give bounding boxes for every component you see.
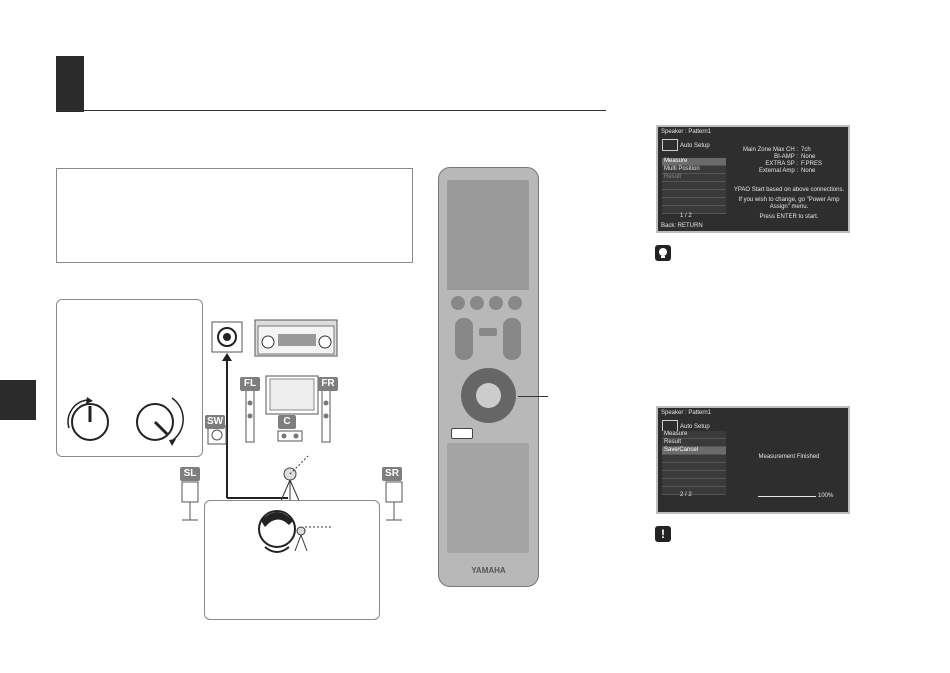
remote-control: YAMAHA — [438, 167, 539, 587]
row-value: F.PRES — [801, 161, 823, 167]
label-sl: SL — [180, 467, 200, 481]
auto-setup-screen-finished: Speaker : Pattern1 Auto Setup Measure Re… — [656, 406, 850, 514]
change-message-cont: Assign" menu. — [769, 204, 809, 210]
label-sw: SW — [205, 415, 225, 429]
screen-footer: Back: RETURN — [661, 223, 703, 229]
scene-button-1[interactable] — [451, 296, 465, 310]
measurement-finished-message: Measurement Finished — [758, 454, 820, 460]
volume-rocker[interactable] — [503, 318, 521, 360]
label-c: C — [278, 415, 296, 429]
change-message: If you wish to change, go "Power Amp — [738, 197, 840, 203]
subwoofer-callout — [56, 299, 203, 457]
lightbulb-icon — [655, 245, 671, 261]
row-key: BI-AMP : — [774, 154, 798, 160]
row-key: Main Zone Max CH : — [742, 147, 798, 153]
label-sr: SR — [382, 467, 402, 481]
menu-item-measure[interactable]: Measure — [662, 431, 726, 439]
label-fr: FR — [318, 377, 338, 391]
input-button-grid[interactable] — [447, 180, 529, 290]
menu-item-result[interactable]: Result — [662, 439, 726, 447]
return-button[interactable] — [451, 428, 473, 439]
mic-position-callout — [204, 500, 380, 620]
screen-subtitle: Auto Setup — [680, 143, 710, 149]
row-value: 7ch — [801, 147, 811, 153]
progress-percent: 100% — [818, 493, 834, 499]
mute-button[interactable] — [479, 328, 497, 336]
channel-rocker[interactable] — [455, 318, 473, 360]
connection-message: YPAO Start based on above connections. — [733, 187, 845, 193]
auto-setup-menu: Measure Multi Position Result — [662, 158, 726, 214]
knob-illustration — [67, 397, 184, 446]
listener-illustration — [258, 510, 333, 553]
menu-item-result[interactable]: Result — [662, 174, 726, 182]
row-key: External Amp : — [758, 168, 798, 174]
section-marker — [56, 56, 84, 112]
header-rule — [56, 110, 606, 111]
menu-item-multi-position[interactable]: Multi Position — [662, 166, 726, 174]
page-indicator: 2 / 2 — [680, 492, 692, 498]
row-key: EXTRA SP : — [765, 161, 798, 167]
instruction-box — [56, 168, 413, 263]
callout-line — [518, 396, 548, 397]
brand-logo: YAMAHA — [471, 566, 506, 575]
ypao-logo-icon — [662, 139, 678, 151]
speaker-sr — [385, 481, 403, 521]
scene-button-4[interactable] — [508, 296, 522, 310]
side-tab — [0, 380, 36, 420]
label-fl: FL — [240, 377, 260, 391]
start-message: Press ENTER to start. — [759, 214, 819, 220]
speaker-layout — [207, 319, 338, 506]
screen-subtitle: Auto Setup — [680, 424, 710, 430]
page-indicator: 1 / 2 — [680, 213, 692, 219]
menu-item-save-cancel[interactable]: Save/Cancel — [662, 447, 726, 455]
scene-button-3[interactable] — [489, 296, 503, 310]
screen-title: Speaker : Pattern1 — [661, 129, 712, 135]
menu-item-measure[interactable]: Measure — [662, 158, 726, 166]
numeric-button-grid[interactable] — [447, 443, 529, 553]
scene-button-2[interactable] — [470, 296, 484, 310]
screen-title: Speaker : Pattern1 — [661, 410, 712, 416]
speaker-sl — [181, 481, 199, 521]
progress-bar — [758, 496, 816, 497]
row-value: None — [801, 154, 816, 160]
auto-setup-menu: Measure Result Save/Cancel — [662, 431, 726, 495]
row-value: None — [801, 168, 816, 174]
warning-icon: ! — [655, 526, 671, 542]
auto-setup-screen-start: Speaker : Pattern1 Auto Setup Measure Mu… — [656, 125, 850, 233]
progress-fill — [758, 496, 816, 497]
enter-button[interactable] — [476, 383, 501, 408]
